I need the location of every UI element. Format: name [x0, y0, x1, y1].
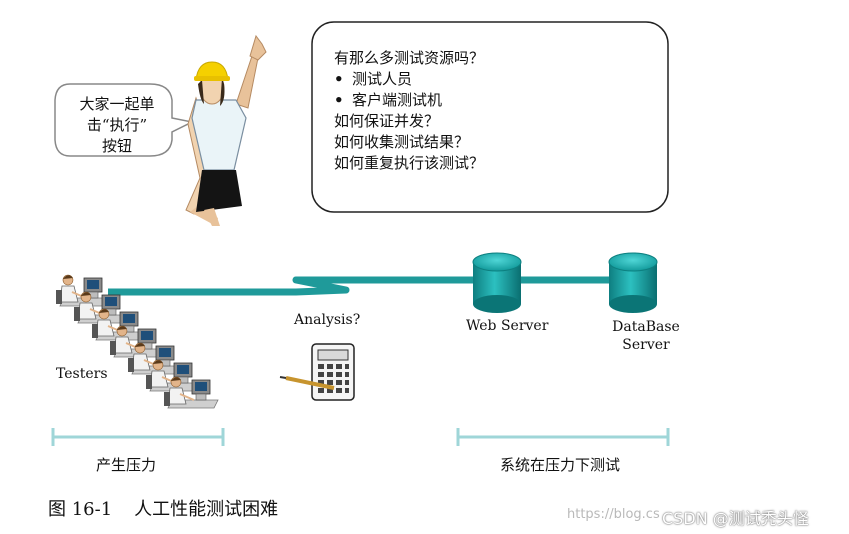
speech-bubble — [54, 83, 195, 157]
question-line: 如何收集测试结果？ — [334, 133, 470, 151]
web-server-label: Web Server — [466, 318, 549, 334]
question-line: 如何保证并发？ — [334, 112, 440, 130]
tester-workstation — [164, 376, 219, 409]
testers-label: Testers — [56, 366, 108, 382]
network-link — [108, 276, 612, 296]
right-bracket — [456, 428, 670, 446]
database-server-cylinder — [608, 252, 658, 313]
db-label-line: Server — [622, 337, 670, 353]
question-heading: 有那么多测试资源吗？ — [334, 49, 485, 67]
right-bracket-label: 系统在压力下测试 — [500, 456, 621, 474]
analysis-label: Analysis? — [294, 312, 361, 328]
question-line: 如何重复执行该测试？ — [334, 154, 485, 172]
testers-group — [56, 274, 219, 409]
bullet-text: 测试人员 — [352, 70, 413, 88]
database-server-label: DataBase Server — [606, 318, 686, 354]
bullet-text: 客户端测试机 — [352, 91, 443, 109]
speech-line: 按钮 — [101, 137, 132, 155]
web-server-cylinder — [472, 252, 522, 313]
tester-workstation — [74, 291, 129, 324]
left-bracket-label: 产生压力 — [96, 456, 157, 474]
calculator-icon — [311, 343, 355, 401]
question-box-text: 有那么多测试资源吗？ 测试人员 客户端测试机 如何保证并发？ 如何收集测试结果？… — [334, 48, 484, 174]
worker-woman-figure — [185, 34, 267, 226]
bullet-item: 客户端测试机 — [334, 90, 484, 111]
watermark-url: https://blog.cs — [567, 507, 660, 522]
figure-title: 人工性能测试困难 — [134, 499, 279, 520]
left-bracket — [51, 428, 225, 446]
figure-number: 图 16-1 — [48, 499, 113, 520]
speech-line: 大家一起单 — [79, 95, 155, 113]
speech-line: 击“执行” — [86, 116, 148, 134]
speech-bubble-text: 大家一起单 击“执行” 按钮 — [62, 94, 172, 157]
bullet-item: 测试人员 — [334, 69, 484, 90]
db-label-line: DataBase — [612, 319, 680, 335]
watermark-brand: CSDN @测试秃头怪 — [662, 509, 809, 528]
figure-caption: 图 16-1 人工性能测试困难 — [48, 495, 278, 521]
pencil-icon — [279, 376, 335, 390]
